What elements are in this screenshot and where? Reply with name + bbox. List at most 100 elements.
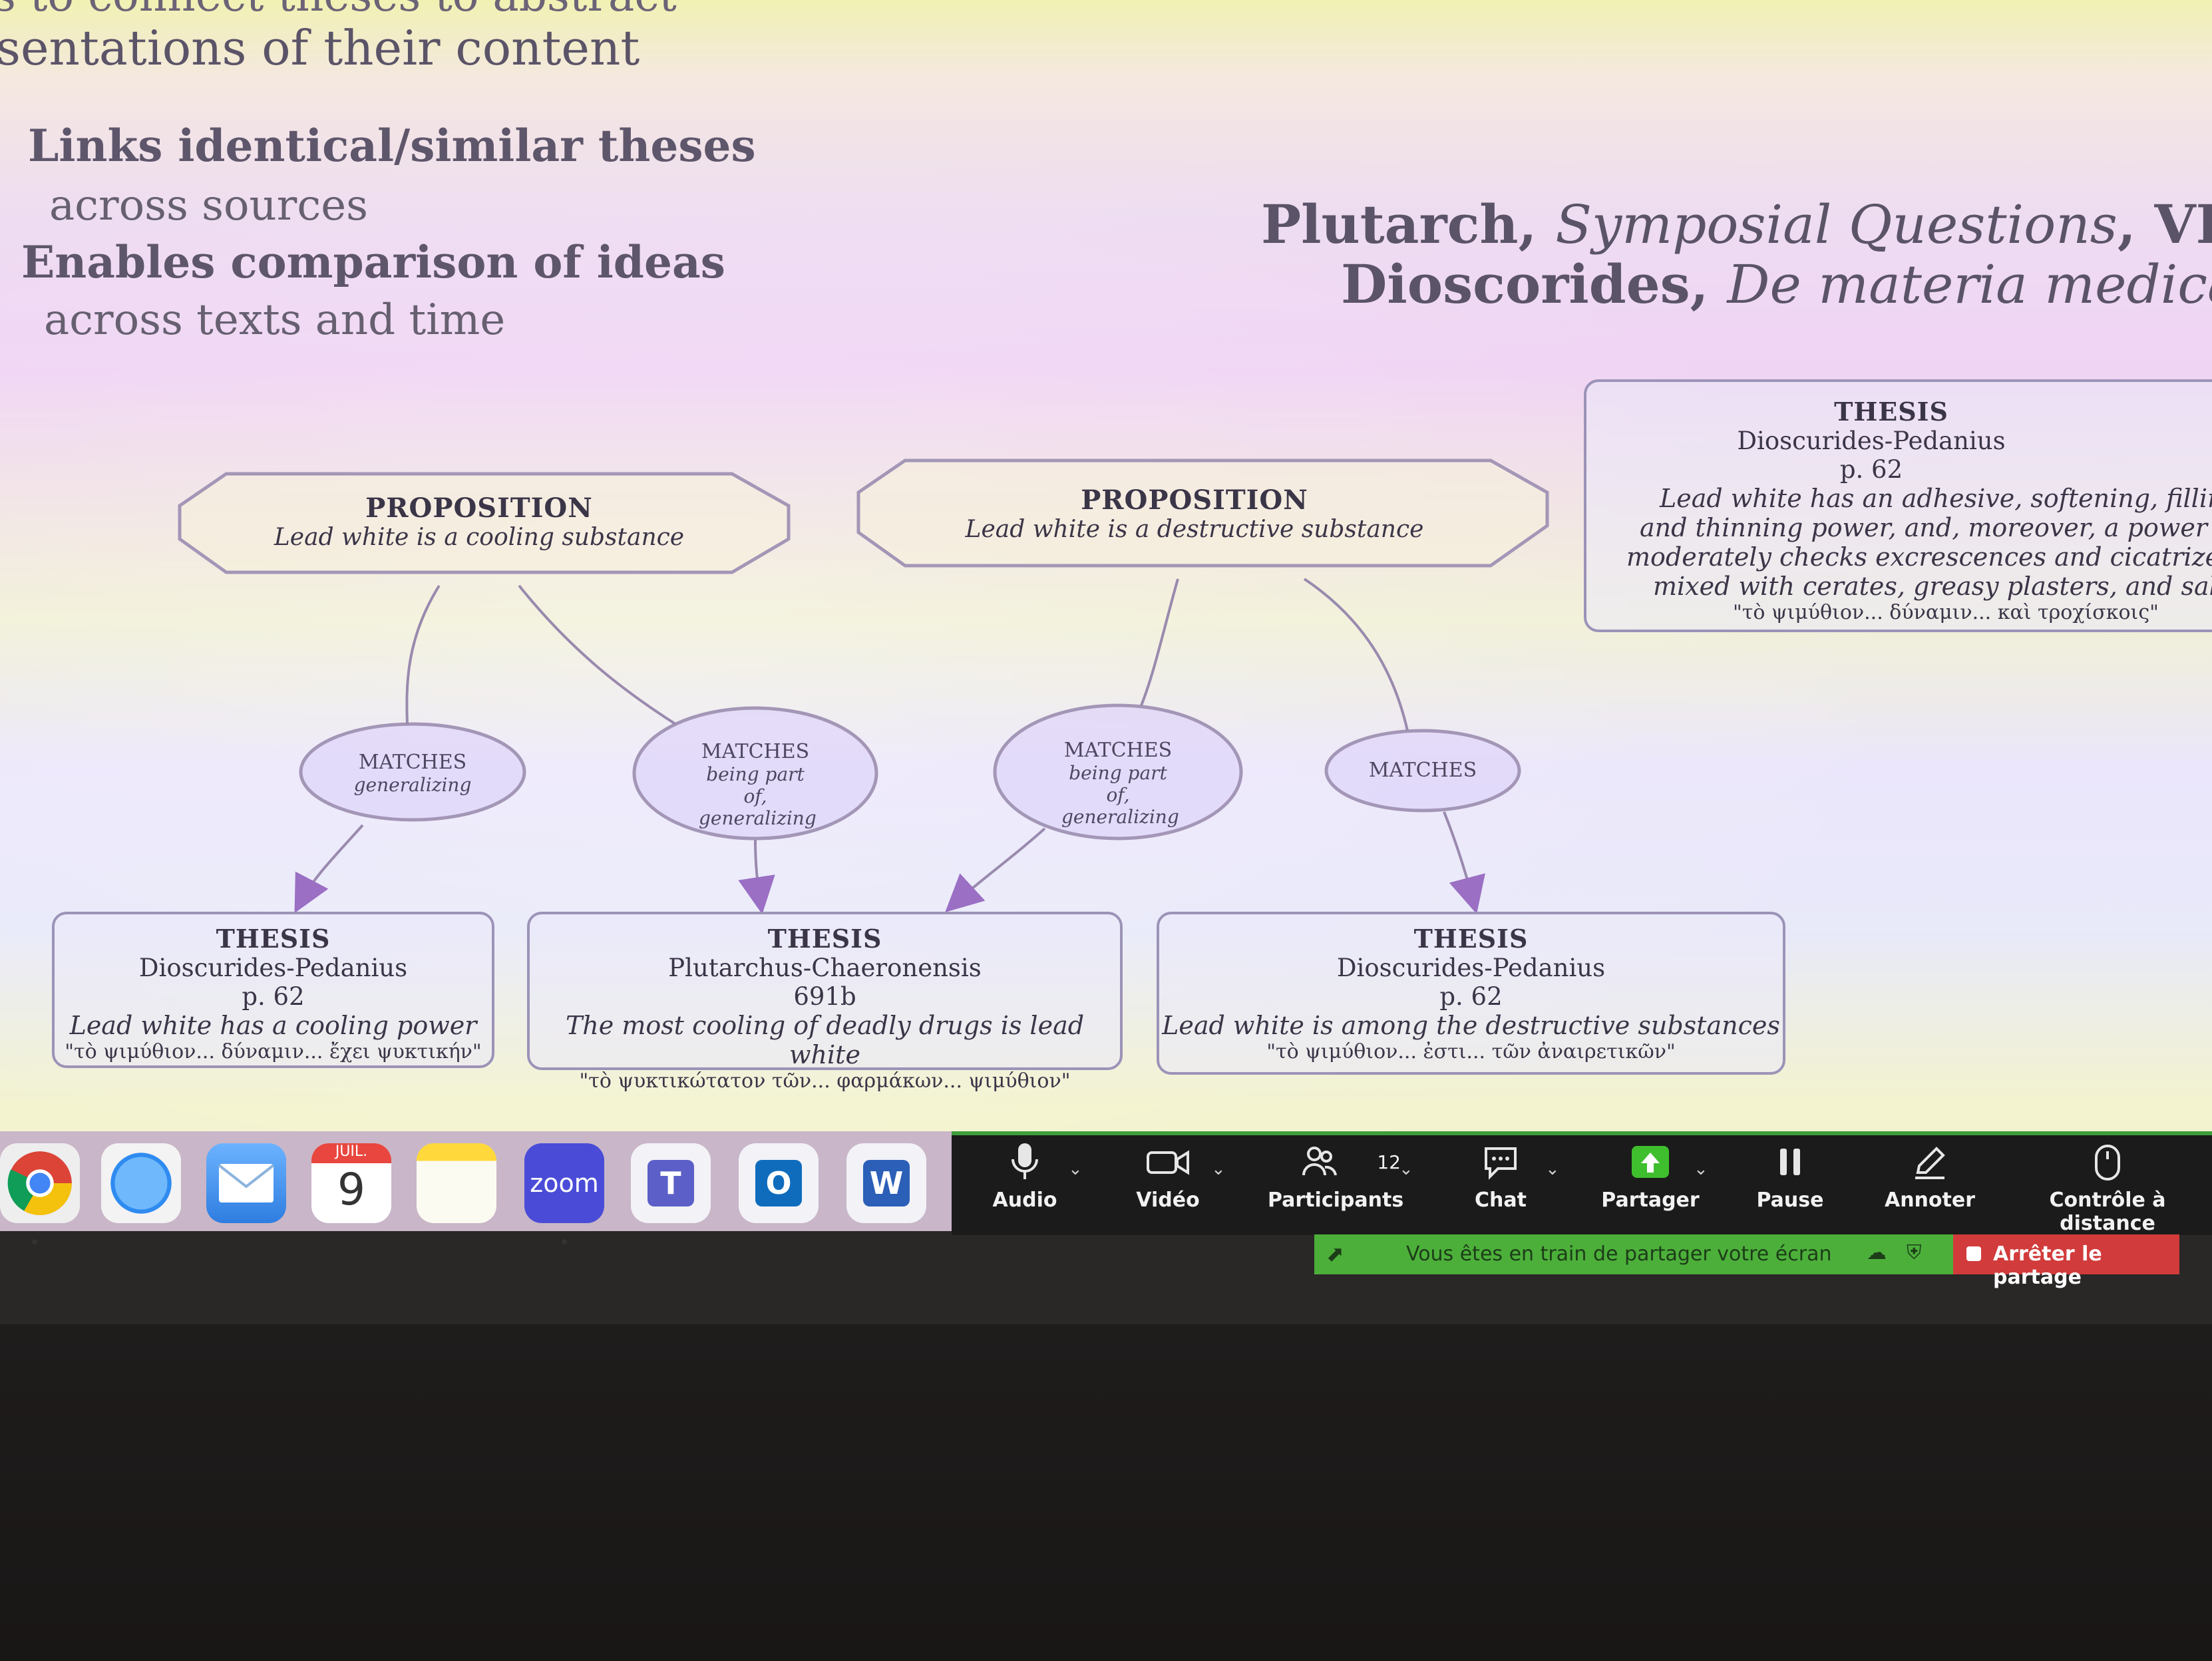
thesis-quote-line: Lead white has an adhesive, softening, f… — [1660, 484, 2212, 513]
sharing-status-bar: ⬈ Vous êtes en train de partager votre é… — [1314, 1234, 1953, 1274]
thesis-greek: "τὸ ψιμύθιον... ἐστι... τῶν ἀναιρετικῶν" — [1266, 1040, 1676, 1063]
share-label: Partager — [1601, 1189, 1700, 1212]
pin-icon[interactable]: ⬈ — [1326, 1241, 1344, 1266]
remote-control-button[interactable]: Contrôle à distance — [2003, 1142, 2212, 1235]
thesis-greek: "τὸ ψιμύθιον... δύναμιν... καὶ τροχίσκοι… — [1733, 601, 2159, 624]
match-title: MATCHES — [701, 740, 810, 763]
outlook-icon[interactable]: O — [739, 1143, 819, 1223]
chat-button[interactable]: Chat — [1464, 1142, 1537, 1212]
shield-icon: ⛨ — [1907, 1241, 1922, 1264]
slide-header-line: s to connect theses to abstract — [0, 0, 677, 21]
share-screen-icon — [1632, 1146, 1669, 1178]
annotate-label: Annoter — [1884, 1189, 1976, 1212]
thesis-author: Plutarchus-Chaeronensis — [668, 954, 982, 982]
audio-options-chevron-icon[interactable]: ⌄ — [1068, 1159, 1083, 1179]
annotate-button[interactable]: Annoter — [1883, 1142, 1976, 1212]
pause-icon — [1780, 1149, 1800, 1175]
thesis-title: THESIS — [767, 924, 882, 954]
match-relation: being part of, generalizing — [1061, 762, 1179, 828]
word-icon[interactable]: W — [846, 1143, 926, 1223]
calendar-day: 9 — [337, 1164, 365, 1215]
share-screen-button[interactable]: Partager — [1600, 1142, 1700, 1212]
chat-options-chevron-icon[interactable]: ⌄ — [1545, 1159, 1560, 1179]
reference-dioscorides: Dioscorides, De materia medica 5 8 — [1341, 253, 2212, 315]
thesis-quote-line: and thinning power, and, moreover, a pow… — [1640, 513, 2212, 542]
mouse-icon — [2095, 1145, 2120, 1181]
pause-share-button[interactable]: Pause — [1750, 1142, 1830, 1212]
pencil-icon — [1915, 1147, 1945, 1179]
thesis-greek: "τὸ ψιμύθιον... δύναμιν... ἔχει ψυκτικήν… — [65, 1040, 482, 1063]
notes-icon[interactable] — [417, 1143, 496, 1223]
thesis-node-dioscurides-destructive: THESIS Dioscurides-Pedanius p. 62 Lead w… — [1157, 912, 1785, 1075]
zoom-app-icon[interactable]: zoom — [524, 1143, 604, 1223]
dark-background — [0, 1324, 2212, 1661]
participants-label: Participants — [1268, 1189, 1404, 1212]
thesis-node-dioscurides-cooling: THESIS Dioscurides-Pedanius p. 62 Lead w… — [52, 912, 494, 1068]
thesis-greek: "τὸ ψυκτικώτατον τῶν... φαρμάκων... ψιμύ… — [579, 1069, 1071, 1093]
video-options-chevron-icon[interactable]: ⌄ — [1211, 1159, 1226, 1179]
edge-prop1-match1 — [405, 584, 441, 725]
thesis-page: p. 62 — [242, 982, 305, 1011]
calendar-icon[interactable]: JUIL. 9 — [311, 1143, 391, 1223]
sharing-status-text: Vous êtes en train de partager votre écr… — [1406, 1242, 1832, 1266]
running-indicator — [32, 1239, 37, 1244]
match-label-2: MATCHES being part of, generalizing — [669, 740, 842, 829]
thesis-quote: Lead white has a cooling power — [69, 1011, 477, 1040]
zoom-toolbar — [952, 1131, 2212, 1235]
presentation-slide: s to connect theses to abstract sentatio… — [0, 0, 2212, 1131]
proposition-label-cooling: PROPOSITION Lead white is a cooling subs… — [213, 492, 745, 551]
thesis-node-dioscurides-adhesive: THESIS Dioscurides-Pedanius p. 62 Lead w… — [1584, 379, 2212, 632]
thesis-title: THESIS — [1413, 924, 1529, 954]
proposition-text: Lead white is a cooling substance — [274, 524, 685, 551]
match-label-3: MATCHES being part of, generalizing — [1031, 739, 1204, 828]
proposition-title: PROPOSITION — [1081, 484, 1308, 516]
proposition-node-destructive — [856, 459, 1549, 568]
chrome-icon[interactable] — [0, 1143, 80, 1223]
stop-sharing-button[interactable]: Arrêter le partage — [1953, 1234, 2179, 1289]
thesis-title: THESIS — [216, 924, 331, 954]
chat-icon — [1485, 1147, 1517, 1180]
match-title: MATCHES — [1063, 739, 1173, 762]
mail-icon[interactable] — [206, 1143, 286, 1223]
thesis-title: THESIS — [1834, 397, 1948, 427]
pause-label: Pause — [1756, 1189, 1824, 1212]
safari-icon[interactable] — [101, 1143, 181, 1223]
proposition-text: Lead white is a destructive substance — [965, 516, 1424, 543]
argument-graph — [178, 459, 1549, 914]
microphone-icon — [1012, 1143, 1038, 1179]
match-title: MATCHES — [358, 751, 467, 774]
match-relation: being part of, generalizing — [699, 763, 817, 829]
bullet-2-main: Enables comparison of ideas — [21, 236, 725, 288]
participants-options-chevron-icon[interactable]: ⌄ — [1399, 1159, 1413, 1179]
match-label-1: MATCHES generalizing — [333, 751, 492, 796]
thesis-quote: Lead white is among the destructive subs… — [1162, 1011, 1780, 1040]
bullet-2-sub: across texts and time — [44, 295, 506, 345]
audio-button[interactable]: Audio — [992, 1142, 1058, 1212]
remote-control-label: Contrôle à distance — [2049, 1189, 2166, 1235]
audio-label: Audio — [992, 1189, 1057, 1212]
thesis-node-plutarchus: THESIS Plutarchus-Chaeronensis 691b The … — [527, 912, 1123, 1093]
stop-sharing-label: Arrêter le partage — [1993, 1242, 2102, 1289]
thesis-quote-line: mixed with cerates, greasy plasters, and… — [1653, 572, 2212, 601]
zoom-wordmark: zoom — [530, 1169, 599, 1198]
match-node-4 — [1324, 729, 1521, 813]
match-title: MATCHES — [1368, 759, 1477, 782]
match-node-1 — [299, 722, 526, 822]
teams-icon[interactable]: T — [631, 1143, 711, 1223]
match-node-2 — [632, 706, 878, 840]
video-button[interactable]: Vidéo — [1131, 1142, 1204, 1212]
thesis-page: p. 62 — [1439, 982, 1503, 1011]
proposition-node-cooling — [178, 472, 791, 574]
bullet-1-sub: across sources — [49, 181, 368, 230]
calendar-month: JUIL. — [311, 1143, 391, 1163]
participants-button[interactable]: 12 Participants — [1268, 1142, 1404, 1212]
edge-match4-thesis3 — [1443, 811, 1485, 914]
running-indicator — [562, 1239, 567, 1244]
edge-prop2-match4 — [1303, 578, 1409, 731]
participants-icon — [1302, 1147, 1338, 1176]
cloud-icon: ☁ — [1867, 1241, 1887, 1264]
bullet-1-main: Links identical/similar theses — [28, 120, 756, 172]
edge-match3-thesis2 — [945, 827, 1046, 912]
share-options-chevron-icon[interactable]: ⌄ — [1694, 1159, 1708, 1179]
proposition-title: PROPOSITION — [365, 492, 593, 524]
